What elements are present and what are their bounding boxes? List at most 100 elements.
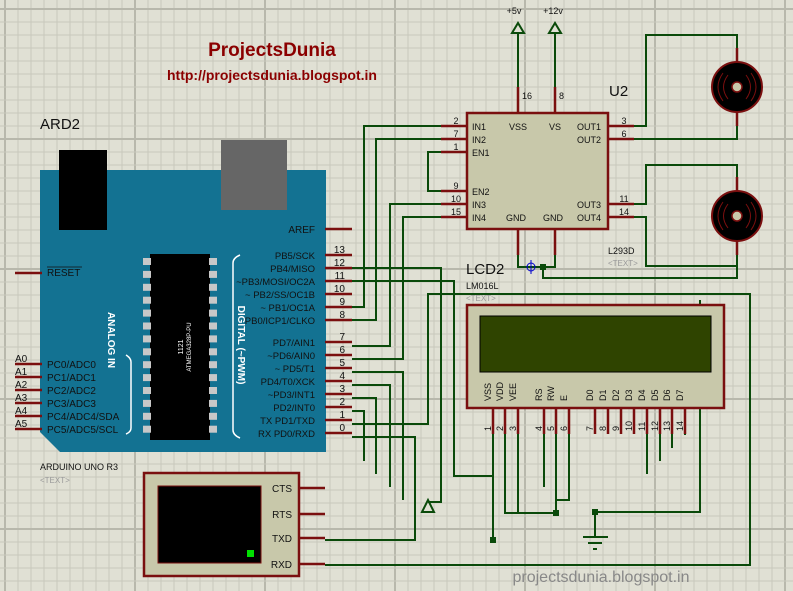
lcd-name: LM016L [466,281,499,291]
driver-pin-number: 11 [619,194,628,204]
chip-line2: ATMEGA328P-PU [187,322,193,371]
digital-pin-number: 0 [339,423,345,434]
chip-pin [143,361,151,369]
vcc12-label: +12v [543,6,563,16]
driver-pin-label: OUT3 [577,200,601,210]
chip-pin [209,322,217,330]
power-arrow-icon [420,497,436,513]
analog-pin-label: PC3/ADC3 [47,399,96,410]
lcd-pin-label: D6 [662,389,672,401]
driver-pin-label: IN1 [472,122,486,132]
lcd-screen [479,315,712,373]
lcd-pin-number: 6 [559,426,569,431]
lcd-pin-label: VDD [495,381,505,401]
digital-pin-number: 2 [339,397,345,408]
driver-pin-number: 2 [453,116,458,126]
lcd-pin-number: 10 [624,421,634,431]
digital-pin-label: ~ PD5/T1 [275,364,315,375]
wire [556,434,570,501]
driver-pin-label: IN2 [472,135,486,145]
chip-pin [143,258,151,265]
vcc12-arrow-icon [547,21,563,34]
analog-pin-label: PC4/ADC4/SDA [47,412,120,423]
wire [542,266,738,279]
chip-pin [143,283,151,291]
analog-pin-label: PC5/ADC5/SCL [47,425,119,436]
driver-pin-number: 9 [453,181,458,191]
lcd-module[interactable]: LCD2 LM016L <TEXT> VSS1VDD2VEE3RS4RW5E6D… [465,261,726,434]
power-5v[interactable]: +5v [507,6,526,34]
analog-pin-number: A1 [15,367,28,378]
digital-pin-label: PD4/T0/XCK [261,377,316,388]
wire [352,125,441,308]
wire [352,280,493,477]
motors [711,48,763,255]
power-jack [59,150,107,230]
driver-pins: 2IN17IN21EN19EN210IN315IN43OUT16OUT211OU… [441,87,634,255]
lcd-ref: LCD2 [466,261,504,278]
digital-pin-number: 7 [339,332,345,343]
chip-pin [143,270,151,278]
lcd-pin-label: D0 [585,389,595,401]
wire [634,216,738,267]
digital-pin-label: RX PD0/RXD [258,429,315,440]
l293d-body [465,111,610,231]
l293d-driver[interactable]: U2 2IN17IN21EN19EN210IN315IN43OUT16OUT21… [441,83,638,268]
driver-text: <TEXT> [608,259,638,268]
driver-pin-label: VS [549,122,561,132]
driver-pin-label: VSS [509,122,527,132]
arduino-uno[interactable]: ARD2 1121 ATMEGA328P-PU ANALOG IN DIGITA… [15,116,352,485]
probe-marker-icon[interactable] [526,260,536,274]
arduino-name: ARDUINO UNO R3 [40,462,118,472]
project-url[interactable]: http://projectsdunia.blogspot.in [167,67,377,83]
wire [634,164,738,205]
lcd-pin-label: RS [534,388,544,401]
digital-pin-label: ~ PB1/OC1A [260,303,315,314]
lcd-pin-label: RW [546,386,556,401]
wire [325,293,751,566]
digital-pin-label: PB0/ICP1/CLKO [245,316,315,327]
ground-symbol [583,512,608,550]
lcd-pin-number: 13 [662,421,672,431]
lcd-pin-number: 14 [675,421,685,431]
lcd-pin-number: 1 [483,426,493,431]
chip-pin [209,270,217,278]
driver-pin-number: 16 [522,91,532,101]
terminal-pin-label: CTS [272,484,292,495]
chip-line1: 1121 [178,339,185,354]
wires [325,33,751,566]
atmega-chip [150,254,210,440]
driver-pin-number: 15 [451,207,461,217]
digital-pin-label: TX PD1/TXD [260,416,315,427]
terminal-screen [157,485,262,564]
digital-pin-number: 4 [339,371,345,382]
chip-pin [209,387,217,394]
lcd-pin-label: D3 [624,389,634,401]
chip-pin [143,348,151,356]
chip-pin [209,412,217,420]
terminal-led-icon [247,550,254,557]
digital-pin-number: 5 [339,358,345,369]
wire-junction [490,537,496,543]
lcd-pin-number: 8 [598,426,608,431]
wire [352,384,391,487]
lcd-pin-number: 5 [546,426,556,431]
lcd-pin-label: E [559,395,569,401]
power-12v[interactable]: +12v [543,6,563,34]
driver-pin-number: 3 [621,116,626,126]
terminal-pin-label: TXD [272,534,292,545]
driver-gnd-label: GND [543,213,564,223]
dc-motor-icon[interactable] [711,48,763,126]
driver-pin-number: 6 [621,129,626,139]
dc-motor-icon[interactable] [711,177,763,255]
driver-pin-number: 8 [559,91,564,101]
lcd-pin-label: VEE [508,383,518,401]
lcd-pin-number: 4 [534,426,544,431]
driver-pin-label: EN1 [472,148,490,158]
analog-pin-number: A5 [15,419,28,430]
driver-pin-number: 1 [453,142,458,152]
analog-bracket [125,354,132,435]
lcd-pin-label: D2 [611,389,621,401]
